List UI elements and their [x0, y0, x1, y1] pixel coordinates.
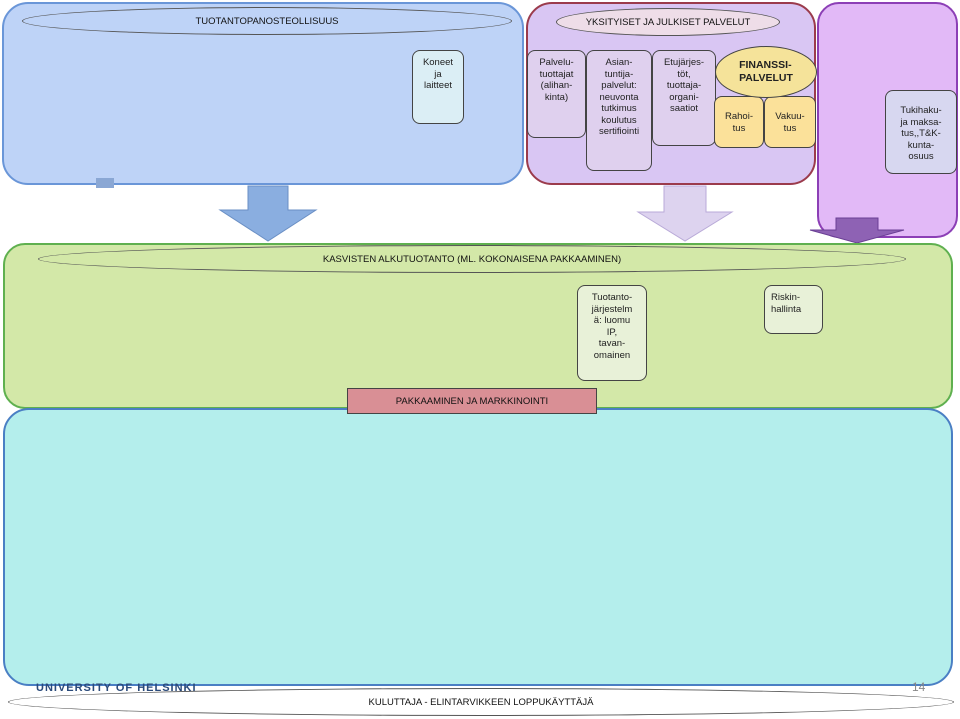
consulting-line: palvelut: — [601, 80, 637, 91]
subsidy-line: Tukihaku- — [900, 105, 942, 116]
insurance-line: Vakuu- — [775, 111, 805, 122]
production-system-box: Tuotanto- järjestelm ä: luomu IP, tavan-… — [577, 285, 647, 381]
production-line: tavan- — [598, 338, 626, 349]
page-number: 14 — [912, 680, 926, 694]
finance-title-line: FINANSSI- — [739, 59, 792, 71]
machines-box: Koneet ja laitteet — [412, 50, 464, 124]
risk-management-box: Riskin- hallinta — [764, 285, 823, 334]
input-to-plant-arrow — [218, 185, 318, 242]
interest-groups-box: Etujärjes- töt, tuottaja- organi- saatio… — [652, 50, 716, 146]
insurance-box: Vakuu- tus — [764, 96, 816, 148]
funding-line: Rahoi- — [725, 111, 753, 122]
support-to-plant-arrow — [809, 217, 905, 244]
subcontractors-line: (alihan- — [540, 80, 573, 91]
consulting-line: Asian- — [605, 57, 633, 68]
consumer-title: KULUTTAJA - ELINTARVIKKEEN LOPPUKÄYTTÄJÄ — [8, 688, 954, 716]
interest-groups-line: saatiot — [670, 103, 698, 114]
subsidy-line: ja maksa- — [900, 116, 942, 128]
machines-line: laitteet — [424, 80, 452, 91]
packing-marketing-panel — [3, 408, 953, 686]
subsidy-line: kunta- — [907, 139, 935, 151]
consulting-line: tutkimus — [601, 103, 637, 114]
funding-box: Rahoi- tus — [714, 96, 764, 148]
consulting-box: Asian- tuntija- palvelut: neuvonta tutki… — [586, 50, 652, 171]
subsidy-line: osuus — [908, 151, 934, 162]
insurance-line: tus — [783, 122, 797, 134]
production-line: ä: luomu — [593, 315, 631, 326]
interest-groups-line: töt, — [677, 68, 691, 80]
production-line: omainen — [593, 349, 631, 361]
input-industry-title: TUOTANTOPANOSTEOLLISUUS — [22, 7, 512, 35]
consulting-line: sertifiointi — [598, 126, 640, 137]
interest-groups-line: organi- — [669, 91, 699, 103]
subcontractors-box: Palvelu- tuottajat (alihan- kinta) — [527, 50, 586, 138]
subcontractors-line: kinta) — [544, 91, 569, 103]
services-title: YKSITYISET JA JULKISET PALVELUT — [556, 8, 780, 36]
interest-groups-line: tuottaja- — [666, 80, 702, 91]
production-line: järjestelm — [591, 303, 633, 315]
packing-marketing-banner: PAKKAAMINEN JA MARKKINOINTI — [347, 388, 597, 414]
finance-title-line: PALVELUT — [739, 72, 793, 84]
subsidy-box: Tukihaku- ja maksa- tus,,T&K- kunta- osu… — [885, 90, 957, 174]
services-to-plant-arrow — [636, 185, 734, 242]
machines-line: Koneet — [422, 57, 454, 68]
funding-line: tus — [732, 122, 746, 134]
subcontractors-line: Palvelu- — [539, 57, 574, 68]
subcontractors-line: tuottajat — [539, 68, 574, 80]
interest-groups-line: Etujärjes- — [663, 57, 705, 68]
input-panel-connector — [96, 178, 114, 188]
production-line: IP, — [606, 326, 618, 338]
subsidy-line: tus,,T&K- — [901, 128, 941, 139]
consulting-line: neuvonta — [599, 91, 639, 103]
machines-line: ja — [434, 68, 442, 80]
consulting-line: tuntija- — [604, 68, 634, 80]
finance-services-title: FINANSSI- PALVELUT — [715, 46, 817, 98]
risk-line: hallinta — [771, 303, 802, 315]
production-line: Tuotanto- — [591, 292, 633, 303]
consulting-line: koulutus — [601, 114, 637, 126]
plant-production-title: KASVISTEN ALKUTUOTANTO (ML. KOKONAISENA … — [38, 245, 906, 273]
risk-line: Riskin- — [771, 292, 801, 303]
